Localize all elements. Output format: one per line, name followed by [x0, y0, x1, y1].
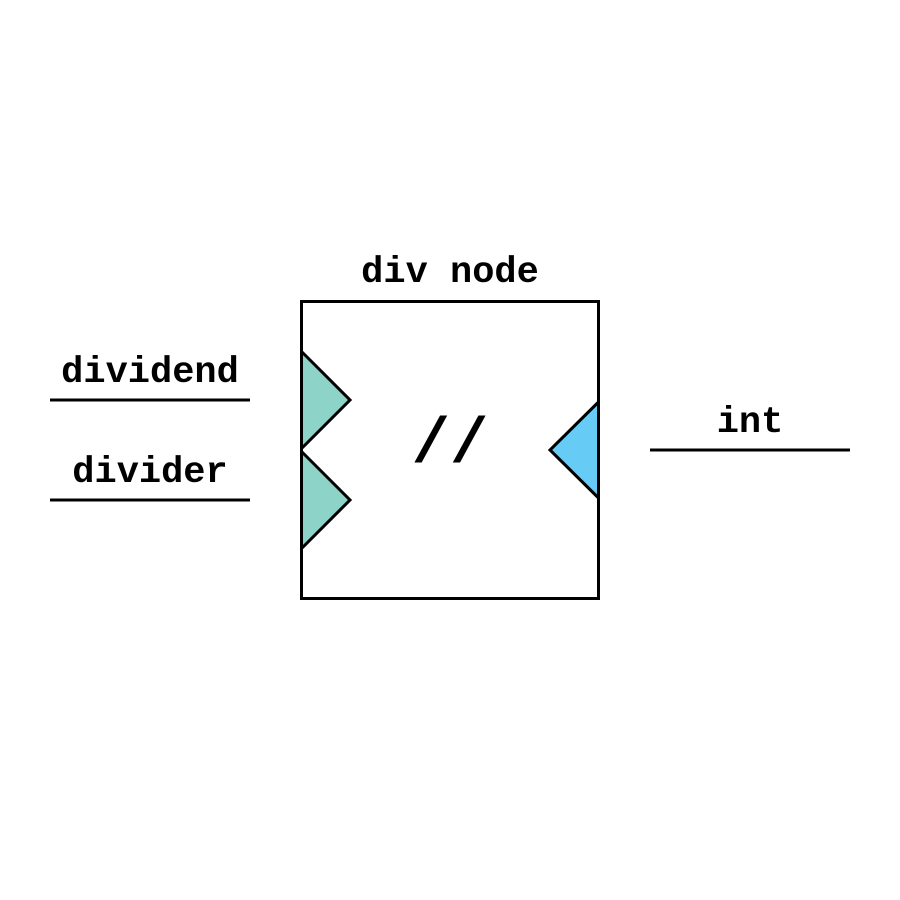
input-label-dividend: dividend — [61, 352, 239, 394]
node-title: div node — [361, 252, 539, 294]
input-port-divider[interactable] — [300, 447, 353, 553]
node-operator: // — [412, 410, 489, 482]
output-label-int: int — [717, 402, 784, 444]
input-port-dividend[interactable] — [300, 347, 353, 453]
input-label-divider: divider — [72, 452, 227, 494]
output-port-int[interactable] — [547, 398, 600, 502]
